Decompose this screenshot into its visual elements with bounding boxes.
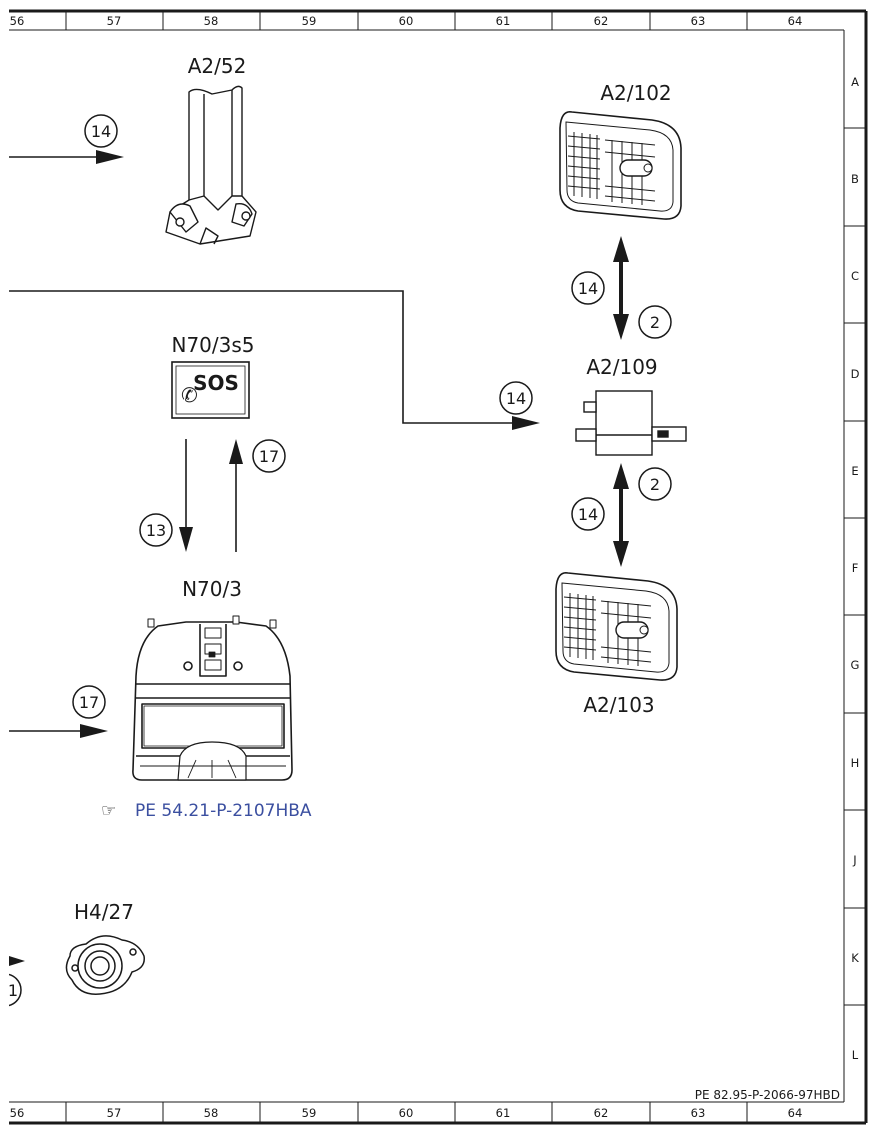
column-label: 59 — [302, 14, 317, 28]
row-label: B — [851, 172, 859, 186]
bubble-label: 14 — [578, 279, 598, 298]
row-label: C — [851, 269, 859, 283]
column-label: 58 — [204, 1106, 219, 1120]
column-label: 60 — [399, 14, 414, 28]
column-label: 59 — [302, 1106, 317, 1120]
column-label: 62 — [594, 1106, 609, 1120]
column-labels-bottom: 56 57 58 59 60 61 62 63 64 — [10, 1106, 803, 1120]
bubble-circle — [638, 467, 672, 501]
wire-a2-109 — [9, 290, 515, 424]
connector-a2-103-illustration — [555, 572, 678, 681]
column-label: 60 — [399, 1106, 414, 1120]
column-labels-top: 56 57 58 59 60 61 62 63 64 — [10, 14, 803, 28]
row-label: H — [851, 756, 860, 770]
bubble-circle — [252, 439, 286, 473]
bubble-label: 14 — [506, 389, 526, 408]
control-panel-n70-3-illustration — [132, 615, 293, 781]
row-label: J — [852, 853, 856, 867]
arrowhead — [80, 724, 108, 738]
footer-reference: PE 82.95-P-2066-97HBD — [695, 1088, 840, 1102]
bubble-circle — [571, 271, 605, 305]
bubble-circle — [571, 497, 605, 531]
row-labels: A B C D E F G H J K L — [851, 75, 860, 1062]
sos-label: SOS — [193, 371, 239, 395]
row-label: K — [851, 951, 859, 965]
arrowhead — [512, 416, 540, 430]
column-label: 61 — [496, 1106, 511, 1120]
bubble-circle — [72, 685, 106, 719]
bubble-circle — [9, 973, 22, 1007]
column-label: 64 — [788, 14, 803, 28]
row-label: F — [852, 561, 859, 575]
column-label: 57 — [107, 14, 122, 28]
column-label: 62 — [594, 14, 609, 28]
bubble-circle — [84, 114, 118, 148]
column-label: 58 — [204, 14, 219, 28]
arrowhead — [96, 150, 124, 164]
wire-bubble-labels: 14 14 2 14 17 13 14 2 17 1 — [8, 122, 660, 1000]
arrowhead — [613, 463, 629, 489]
antenna-a2-52-illustration — [165, 85, 257, 245]
speaker-h4-27-illustration — [65, 935, 145, 995]
module-a2-109-illustration — [575, 390, 687, 456]
component-label-n70-3s5: N70/3s5 — [171, 333, 254, 357]
bubble-label: 14 — [91, 122, 111, 141]
bubble-label: 2 — [650, 313, 660, 332]
arrowhead — [613, 236, 629, 262]
row-label: A — [851, 75, 859, 89]
bubble-label: 1 — [8, 981, 18, 1000]
bubble-label: 14 — [578, 505, 598, 524]
component-label-a2-109: A2/109 — [586, 355, 657, 379]
arrowhead — [9, 956, 25, 966]
bubble-label: 13 — [146, 521, 166, 540]
component-label-n70-3: N70/3 — [182, 577, 242, 601]
component-label-a2-102: A2/102 — [600, 81, 671, 105]
column-label: 64 — [788, 1106, 803, 1120]
bubble-label: 17 — [259, 447, 279, 466]
column-label: 63 — [691, 1106, 706, 1120]
row-label: D — [851, 367, 860, 381]
arrowhead — [613, 541, 629, 567]
phone-icon: ✆ — [181, 383, 198, 407]
reference-link-text[interactable]: PE 54.21-P-2107HBA — [135, 801, 312, 821]
wires — [9, 150, 629, 966]
connector-a2-102-illustration — [559, 111, 682, 220]
column-label: 57 — [107, 1106, 122, 1120]
arrowhead — [613, 314, 629, 340]
bubble-label: 17 — [79, 693, 99, 712]
bubble-circle — [638, 305, 672, 339]
sos-button-illustration: ✆ SOS — [171, 361, 250, 419]
pointing-hand-icon: ☞ — [101, 801, 116, 821]
border-frame — [9, 9, 868, 1125]
component-labels: A2/52 A2/102 N70/3s5 A2/109 N70/3 A2/103… — [74, 54, 672, 924]
column-label: 56 — [10, 1106, 25, 1120]
reference-link[interactable]: ☞ PE 54.21-P-2107HBA — [101, 801, 312, 821]
row-label: G — [851, 658, 860, 672]
arrowhead — [229, 439, 243, 464]
column-label: 63 — [691, 14, 706, 28]
bubble-label: 2 — [650, 475, 660, 494]
bubble-circle — [139, 513, 173, 547]
row-label: L — [852, 1048, 859, 1062]
wire-bubbles — [9, 114, 672, 1007]
bubble-circle — [499, 381, 533, 415]
column-label: 61 — [496, 14, 511, 28]
arrowhead — [179, 527, 193, 552]
row-label: E — [851, 464, 858, 478]
component-label-h4-27: H4/27 — [74, 900, 134, 924]
column-label: 56 — [10, 14, 25, 28]
component-label-a2-52: A2/52 — [188, 54, 247, 78]
component-label-a2-103: A2/103 — [583, 693, 654, 717]
